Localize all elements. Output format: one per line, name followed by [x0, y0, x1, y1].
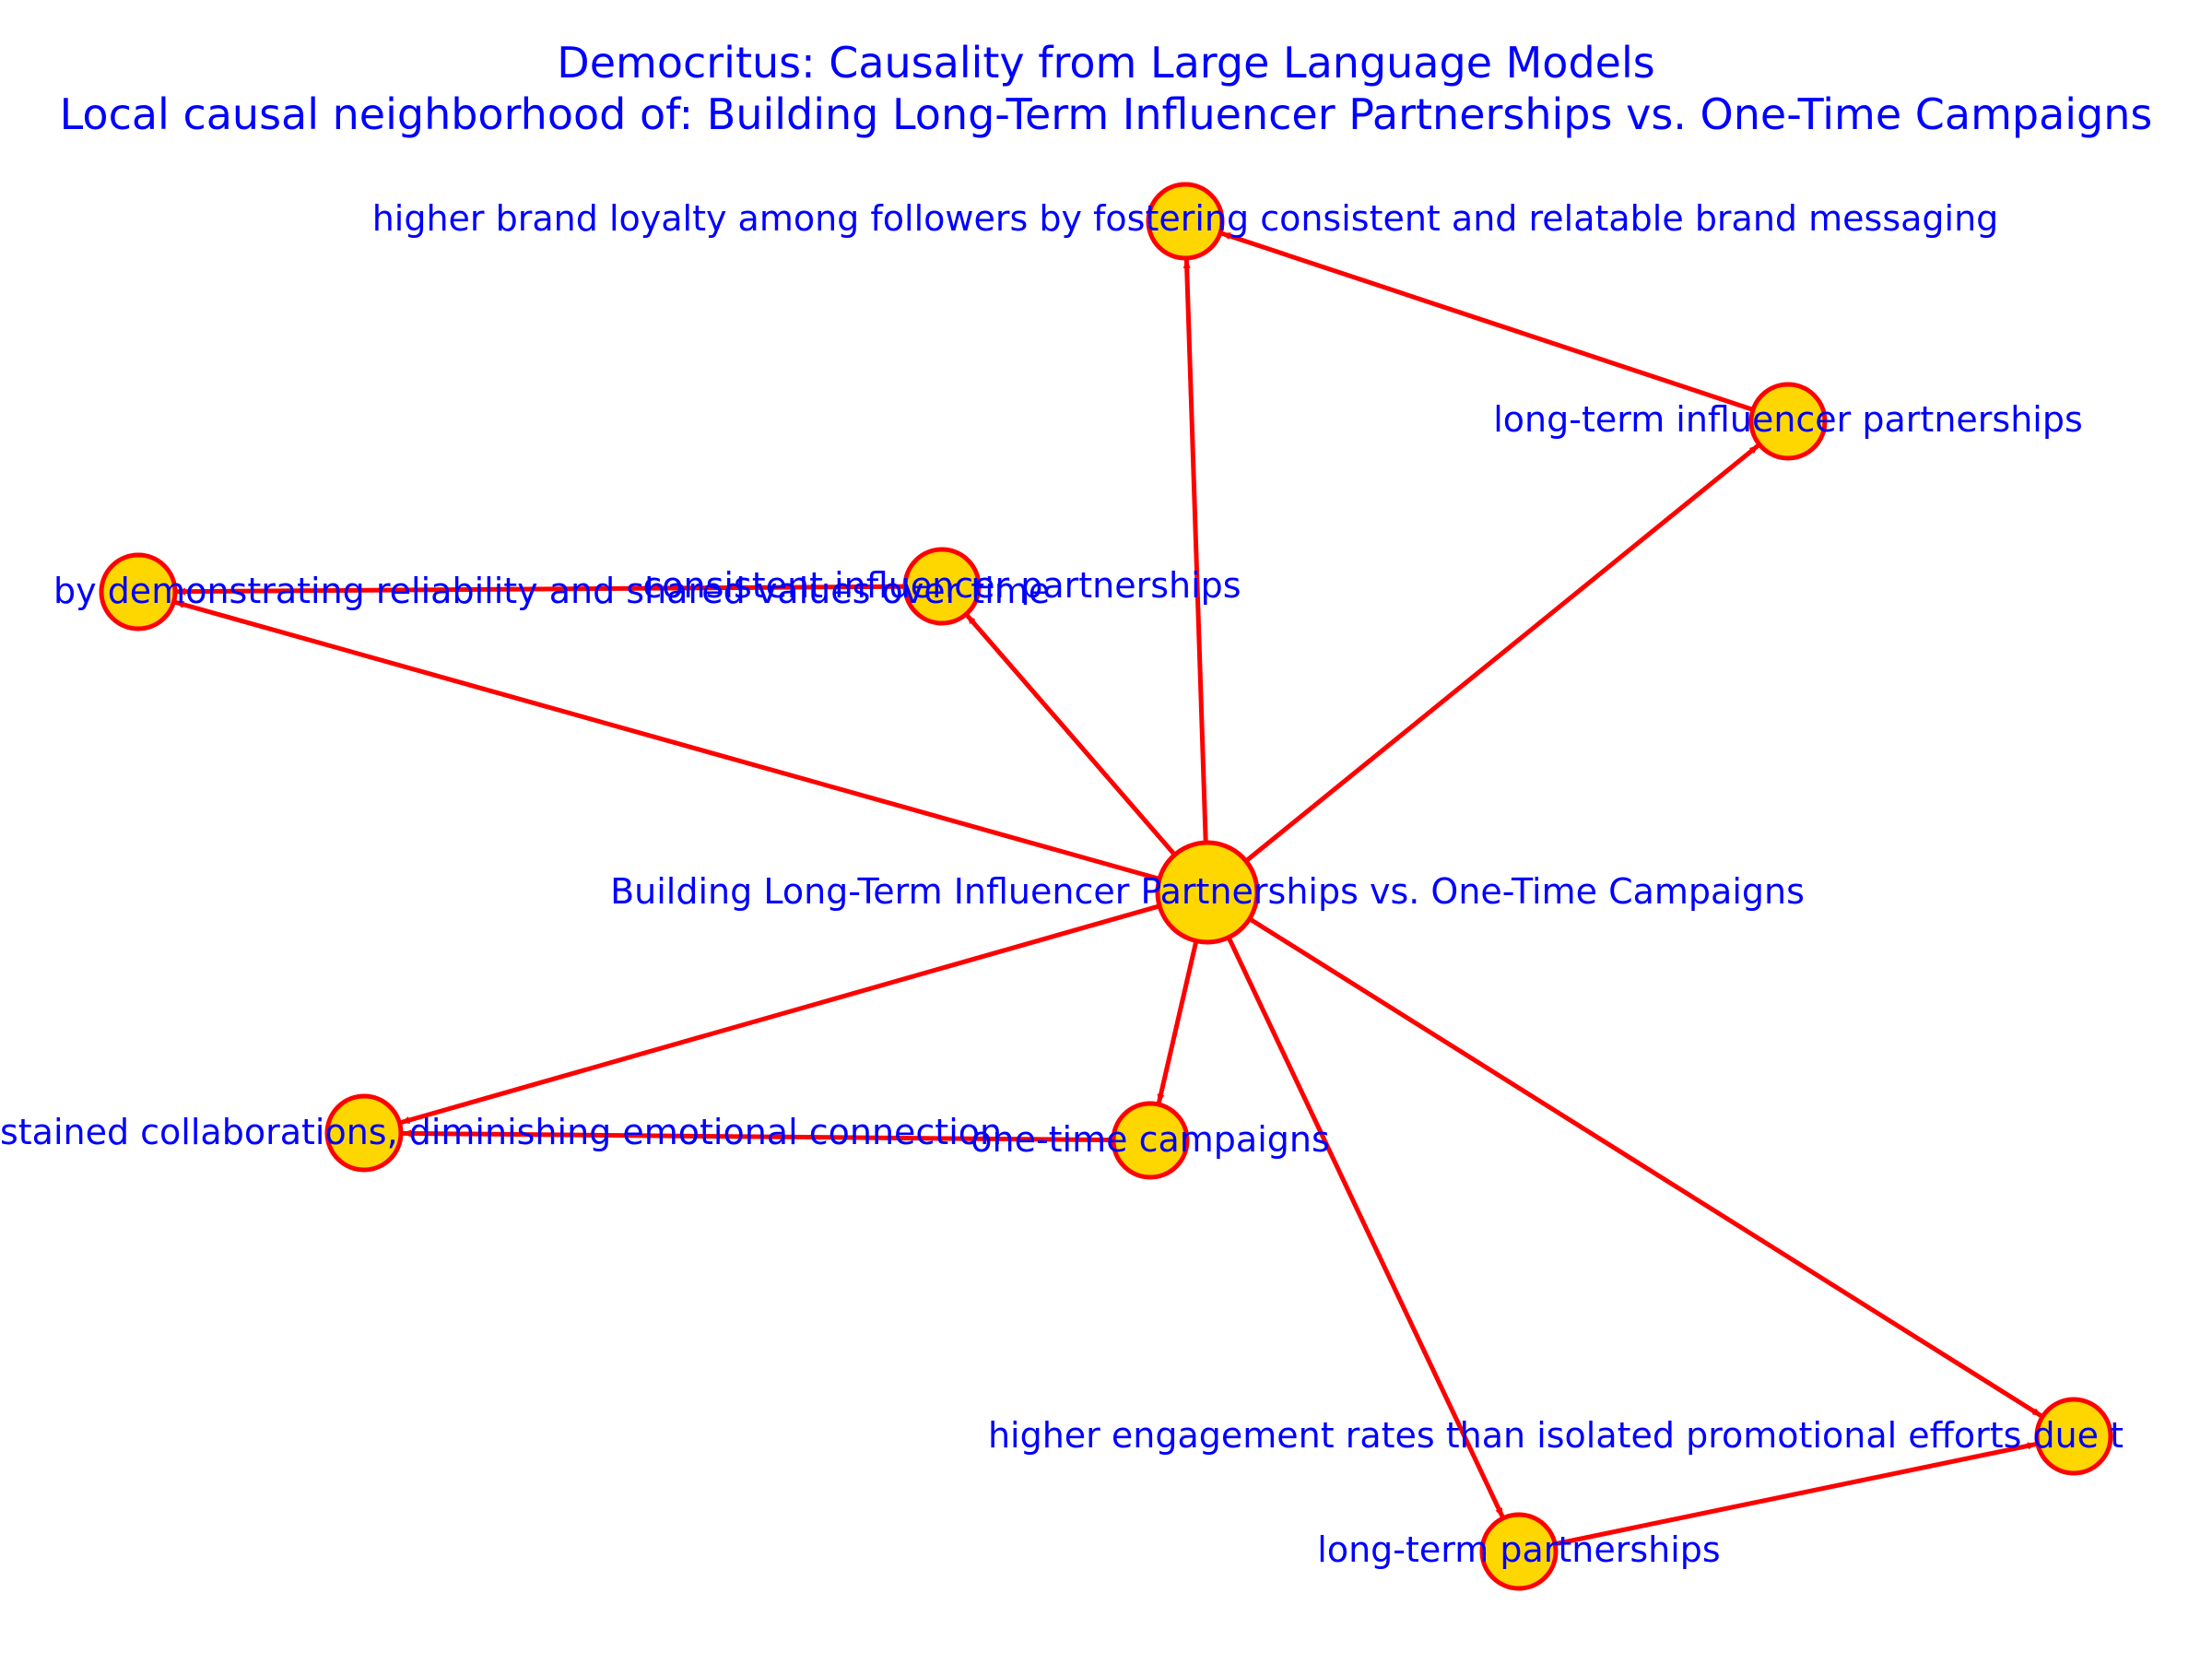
edge-center-to-compared: [400, 892, 1199, 1125]
node-label-consistent: consistent influencer partnerships: [642, 565, 1241, 606]
node-lt_influencer[interactable]: [1748, 382, 1828, 461]
edge-one_time-to-compared: [401, 1129, 1144, 1143]
node-label-reliability: by demonstrating reliability and shared …: [53, 571, 1050, 611]
node-reliability[interactable]: [99, 552, 178, 631]
node-label-lt_influencer: long-term influencer partnerships: [1493, 399, 2083, 440]
node-label-center: Building Long-Term Influencer Partnershi…: [610, 871, 1805, 912]
edge-center-to-engagement: [1214, 895, 2042, 1418]
nodes-layer: [99, 182, 2113, 1591]
edge-center-to-consistent: [965, 614, 1203, 887]
edge-center-to-lt_partnerships: [1209, 900, 1505, 1518]
edge-center-to-brand_loyalty: [1182, 258, 1210, 883]
node-consistent[interactable]: [902, 547, 982, 626]
node-label-engagement: higher engagement rates than isolated pr…: [988, 1415, 2124, 1456]
node-label-one_time: one-time campaigns: [971, 1119, 1330, 1160]
edge-lt_partnerships-to-engagement: [1525, 1442, 2037, 1552]
node-engagement[interactable]: [2034, 1397, 2113, 1476]
node-compared[interactable]: [324, 1093, 404, 1173]
node-label-brand_loyalty: higher brand loyalty among followers by …: [372, 198, 1999, 239]
edge-center-to-reliability: [174, 599, 1199, 892]
edge-consistent-to-reliability: [175, 584, 935, 596]
node-one_time[interactable]: [1111, 1101, 1190, 1180]
edge-lt_influencer-to-brand_loyalty: [1220, 230, 1783, 421]
node-label-lt_partnerships: long-term partnerships: [1317, 1529, 1720, 1570]
node-lt_partnerships[interactable]: [1479, 1512, 1559, 1591]
figure-subtitle: Local causal neighborhood of: Building L…: [60, 89, 2153, 139]
labels-layer: Building Long-Term Influencer Partnershi…: [0, 198, 2124, 1570]
figure-title: Democritus: Causality from Large Languag…: [557, 38, 1654, 88]
node-label-compared: compared to sustained collaborations, di…: [0, 1112, 1002, 1152]
node-center[interactable]: [1155, 840, 1260, 945]
edge-center-to-lt_influencer: [1213, 443, 1759, 889]
node-brand_loyalty[interactable]: [1146, 182, 1225, 261]
